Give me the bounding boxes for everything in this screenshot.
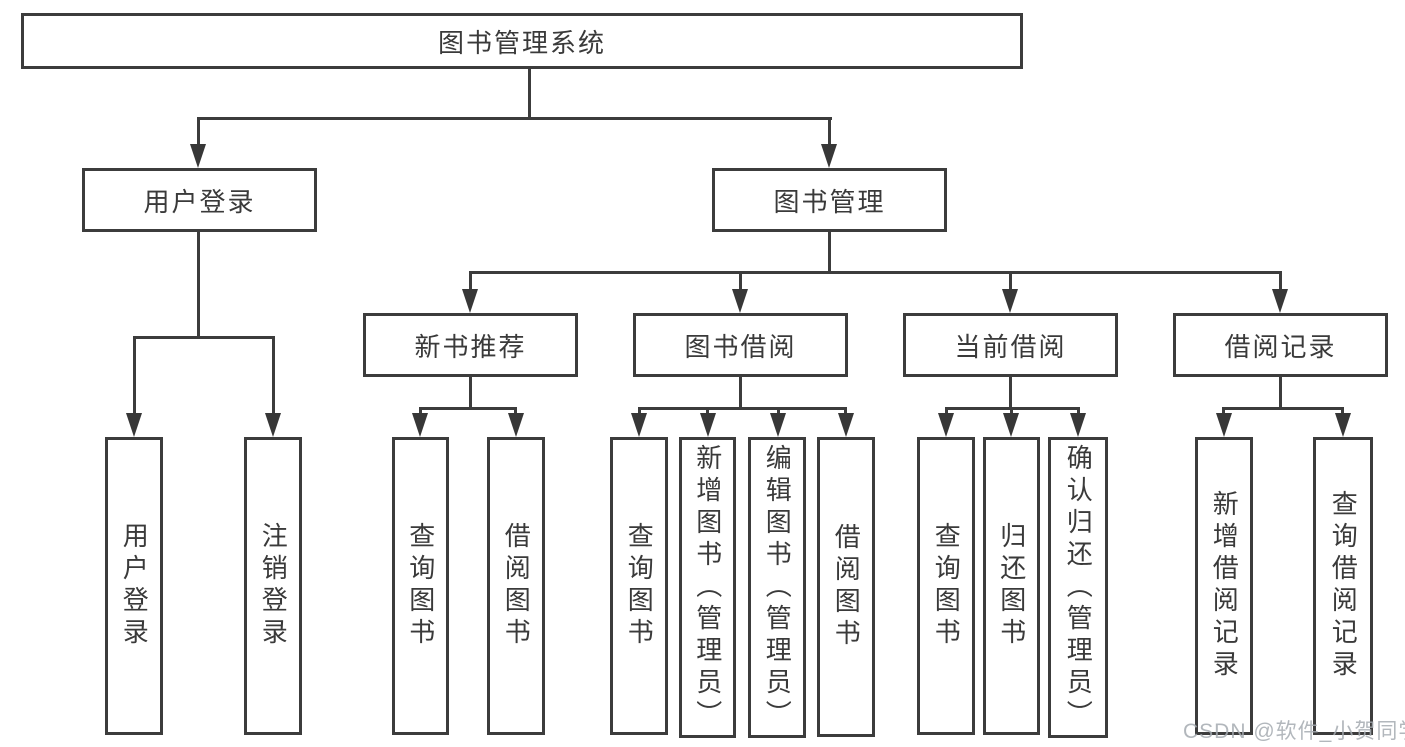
leaf-query-books-borrowing-label: 查询图书: [624, 522, 655, 650]
connector-drop-b1: [638, 407, 641, 413]
node-root-label: 图书管理系统: [437, 27, 606, 58]
node-book-management-label: 图书管理: [773, 186, 886, 217]
connector-drop-c2: [1010, 407, 1013, 413]
leaf-add-books-admin: 新增图书（管理员）: [679, 437, 736, 738]
node-new-book-recommendation-label: 新书推荐: [414, 331, 527, 362]
connector-drop-d2: [1341, 407, 1344, 413]
connector-drop-b2: [706, 407, 709, 413]
arrowhead-b4-icon: [838, 413, 854, 437]
connector-drop-leaf-logout: [272, 336, 275, 413]
arrowhead-user-login-icon: [190, 144, 206, 168]
arrowhead-b2-icon: [700, 413, 716, 437]
connector-drop-book-borrow: [739, 271, 742, 289]
leaf-borrow-books-recommend-label: 借阅图书: [501, 522, 532, 650]
leaf-borrow-books-borrowing: 借阅图书: [817, 437, 875, 737]
leaf-edit-books-admin-label: 编辑图书（管理员）: [762, 443, 793, 732]
arrowhead-new-book-rec-icon: [462, 289, 478, 313]
connector-drop-book-mgmt: [828, 117, 831, 146]
connector-drop-b3: [777, 407, 780, 413]
leaf-borrow-books-recommend: 借阅图书: [487, 437, 545, 735]
leaf-edit-books-admin: 编辑图书（管理员）: [748, 437, 806, 738]
connector-borrow-records-vertical: [1279, 377, 1282, 407]
leaf-user-login-label: 用户登录: [119, 522, 150, 650]
leaf-query-borrow-record: 查询借阅记录: [1313, 437, 1373, 735]
node-user-login: 用户登录: [82, 168, 317, 232]
connector-level2-horizontal: [197, 117, 832, 120]
arrowhead-leaf-login-icon: [126, 413, 142, 437]
leaf-query-books-current: 查询图书: [917, 437, 975, 735]
connector-new-book-rec-split: [419, 407, 517, 410]
connector-drop-a2: [514, 407, 517, 413]
node-borrowing-records-label: 借阅记录: [1224, 331, 1337, 362]
leaf-query-books-current-label: 查询图书: [931, 522, 962, 650]
leaf-confirm-return-admin: 确认归还（管理员）: [1048, 437, 1108, 738]
connector-drop-user-login: [197, 117, 200, 146]
connector-book-borrow-vertical: [739, 377, 742, 407]
node-current-borrowing-label: 当前借阅: [954, 331, 1067, 362]
node-new-book-recommendation: 新书推荐: [363, 313, 578, 377]
arrowhead-book-borrow-icon: [732, 289, 748, 313]
leaf-query-books-recommend: 查询图书: [392, 437, 449, 735]
arrowhead-a1-icon: [412, 413, 428, 437]
leaf-return-books-label: 归还图书: [996, 522, 1027, 650]
node-book-borrowing: 图书借阅: [633, 313, 848, 377]
connector-drop-current-borrow: [1009, 271, 1012, 289]
arrowhead-book-mgmt-icon: [821, 144, 837, 168]
connector-drop-b4: [844, 407, 847, 413]
leaf-query-books-recommend-label: 查询图书: [405, 522, 436, 650]
leaf-add-borrow-record: 新增借阅记录: [1195, 437, 1253, 735]
node-borrowing-records: 借阅记录: [1173, 313, 1388, 377]
connector-drop-d1: [1222, 407, 1225, 413]
leaf-user-login: 用户登录: [105, 437, 163, 735]
connector-user-login-vertical: [197, 232, 200, 336]
node-user-login-label: 用户登录: [143, 186, 256, 217]
csdn-watermark: CSDN @软件_小贺同学: [1183, 720, 1405, 743]
node-book-management: 图书管理: [712, 168, 947, 232]
arrowhead-a2-icon: [508, 413, 524, 437]
connector-user-login-split: [133, 336, 275, 339]
connector-current-borrow-vertical: [1009, 377, 1012, 407]
arrowhead-d1-icon: [1216, 413, 1232, 437]
leaf-return-books: 归还图书: [983, 437, 1040, 735]
arrowhead-leaf-logout-icon: [265, 413, 281, 437]
connector-book-borrow-split: [638, 407, 847, 410]
connector-drop-c1: [945, 407, 948, 413]
leaf-logout-label: 注销登录: [258, 522, 289, 650]
leaf-confirm-return-admin-label: 确认归还（管理员）: [1063, 443, 1094, 732]
leaf-query-books-borrowing: 查询图书: [610, 437, 668, 735]
arrowhead-current-borrow-icon: [1002, 289, 1018, 313]
node-current-borrowing: 当前借阅: [903, 313, 1118, 377]
arrowhead-borrow-records-icon: [1272, 289, 1288, 313]
leaf-borrow-books-borrowing-label: 借阅图书: [831, 523, 862, 651]
leaf-add-books-admin-label: 新增图书（管理员）: [692, 443, 723, 732]
leaf-logout: 注销登录: [244, 437, 302, 735]
connector-book-mgmt-vertical: [828, 232, 831, 271]
connector-drop-borrow-records: [1279, 271, 1282, 289]
connector-drop-a1: [419, 407, 422, 413]
arrowhead-d2-icon: [1335, 413, 1351, 437]
leaf-query-borrow-record-label: 查询借阅记录: [1328, 490, 1359, 682]
arrowhead-c2-icon: [1003, 413, 1019, 437]
connector-drop-c3: [1077, 407, 1080, 413]
leaf-add-borrow-record-label: 新增借阅记录: [1209, 490, 1240, 682]
connector-drop-leaf-login: [133, 336, 136, 413]
node-root-library-system: 图书管理系统: [21, 13, 1023, 69]
arrowhead-b1-icon: [631, 413, 647, 437]
arrowhead-c1-icon: [938, 413, 954, 437]
arrowhead-c3-icon: [1070, 413, 1086, 437]
connector-root-vertical: [528, 69, 531, 117]
arrowhead-b3-icon: [770, 413, 786, 437]
node-book-borrowing-label: 图书借阅: [684, 331, 797, 362]
connector-level3-horizontal: [469, 271, 1282, 274]
connector-drop-new-book-rec: [469, 271, 472, 289]
connector-new-book-rec-vertical: [469, 377, 472, 407]
connector-borrow-records-split: [1223, 407, 1344, 410]
